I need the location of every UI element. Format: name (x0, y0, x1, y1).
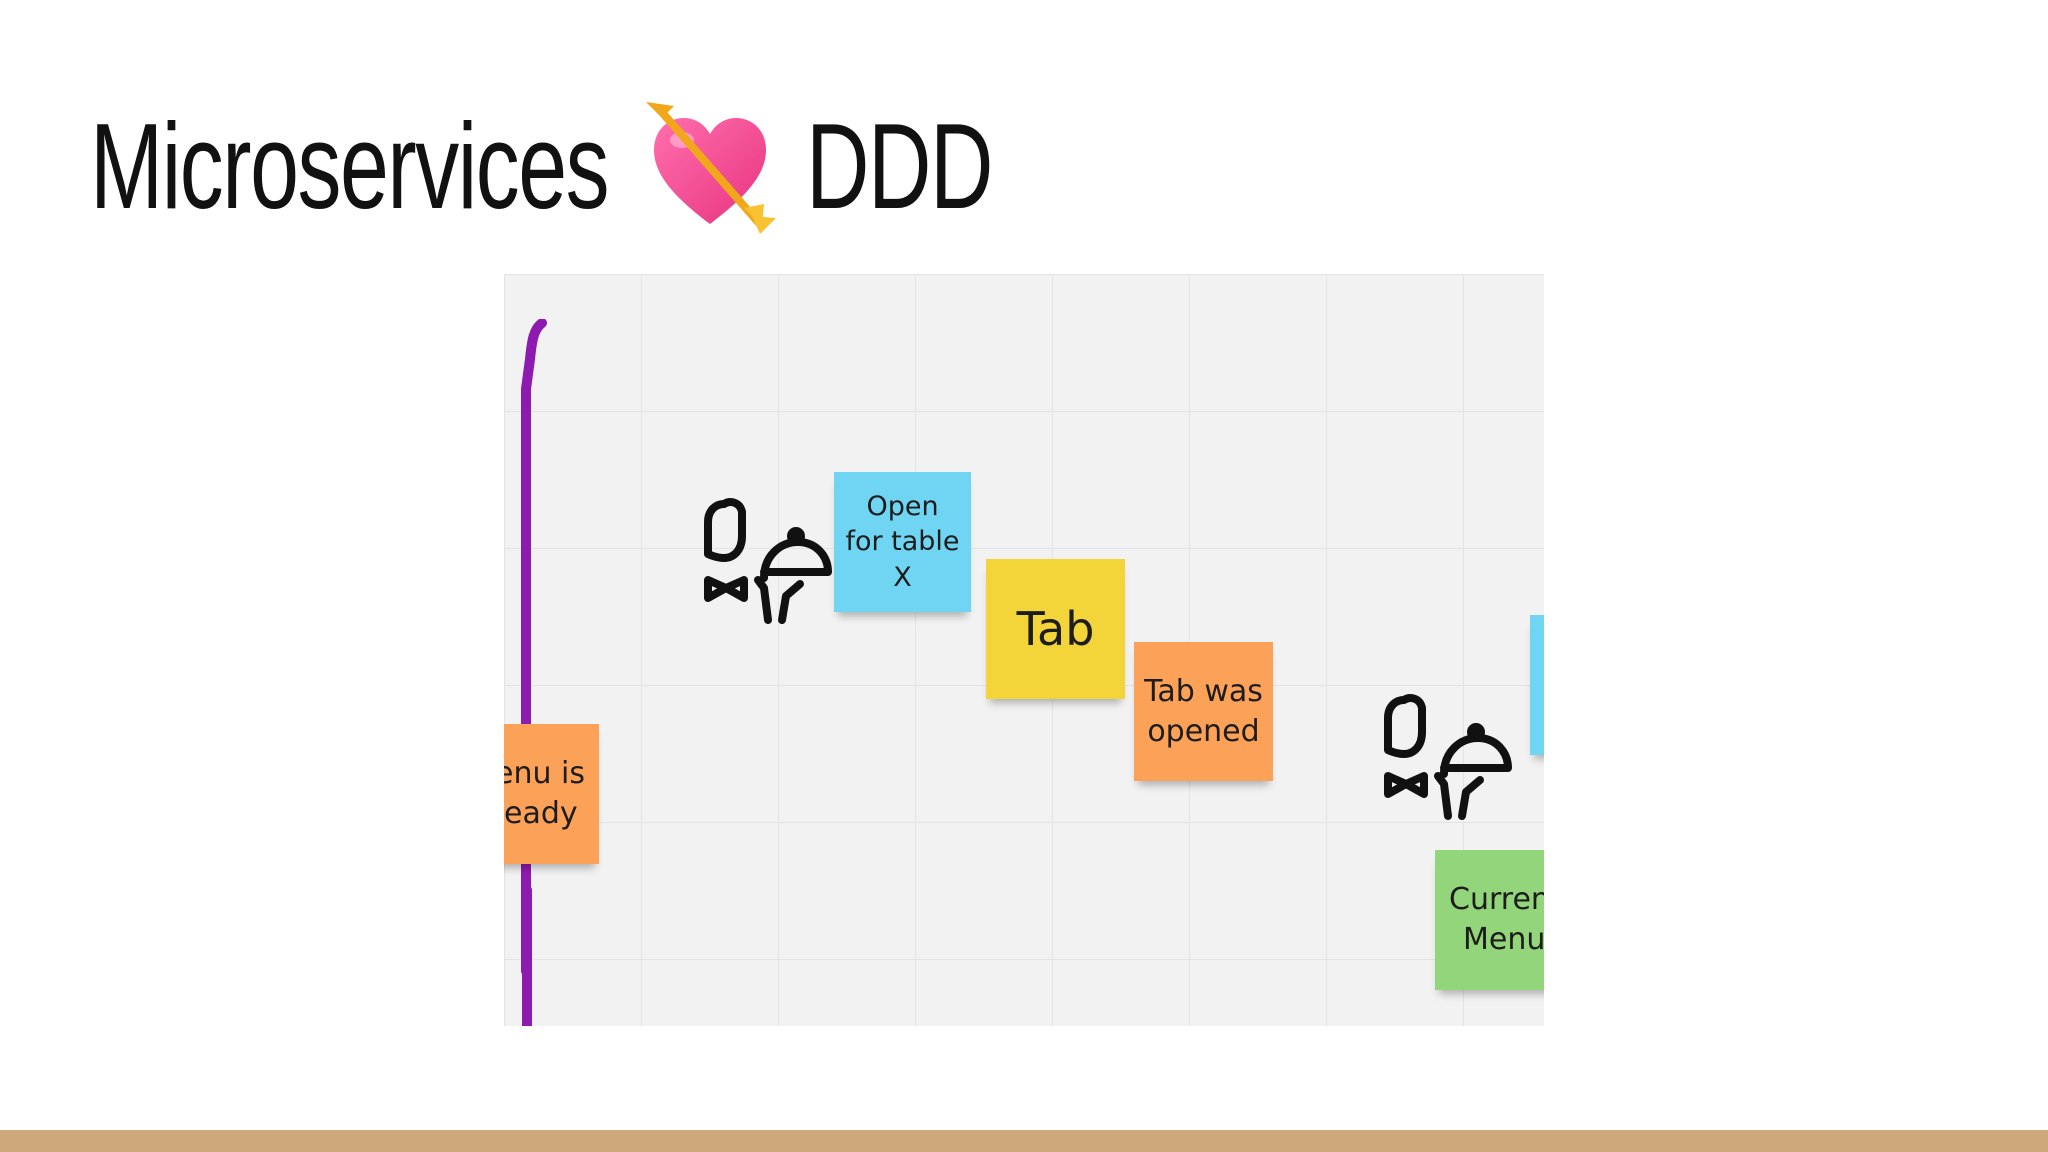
title-ddd: DDD (806, 98, 993, 234)
sticky-tab-was-opened[interactable]: Tab was opened (1134, 642, 1273, 781)
timeline-marker-top (521, 319, 547, 976)
sticky-open-for-table[interactable]: Open for table X (834, 472, 971, 612)
sticky-menu-ready[interactable]: enu is eady (504, 724, 599, 864)
heart-with-arrow-icon (646, 102, 776, 234)
sticky-tab[interactable]: Tab (986, 559, 1125, 699)
event-storming-board[interactable]: enu is eady Open for table X Tab Tab was… (504, 274, 1544, 1026)
sticky-current-menu[interactable]: Curren Menu (1435, 850, 1544, 990)
waiter-icon (704, 498, 832, 624)
timeline-marker-bottom (522, 885, 532, 1026)
slide-title: Microservices DDD (90, 96, 1064, 236)
waiter-icon (1384, 694, 1512, 820)
sticky-edge-blue[interactable] (1530, 615, 1544, 755)
title-microservices: Microservices (90, 98, 610, 234)
footer-bar (0, 1130, 2048, 1152)
